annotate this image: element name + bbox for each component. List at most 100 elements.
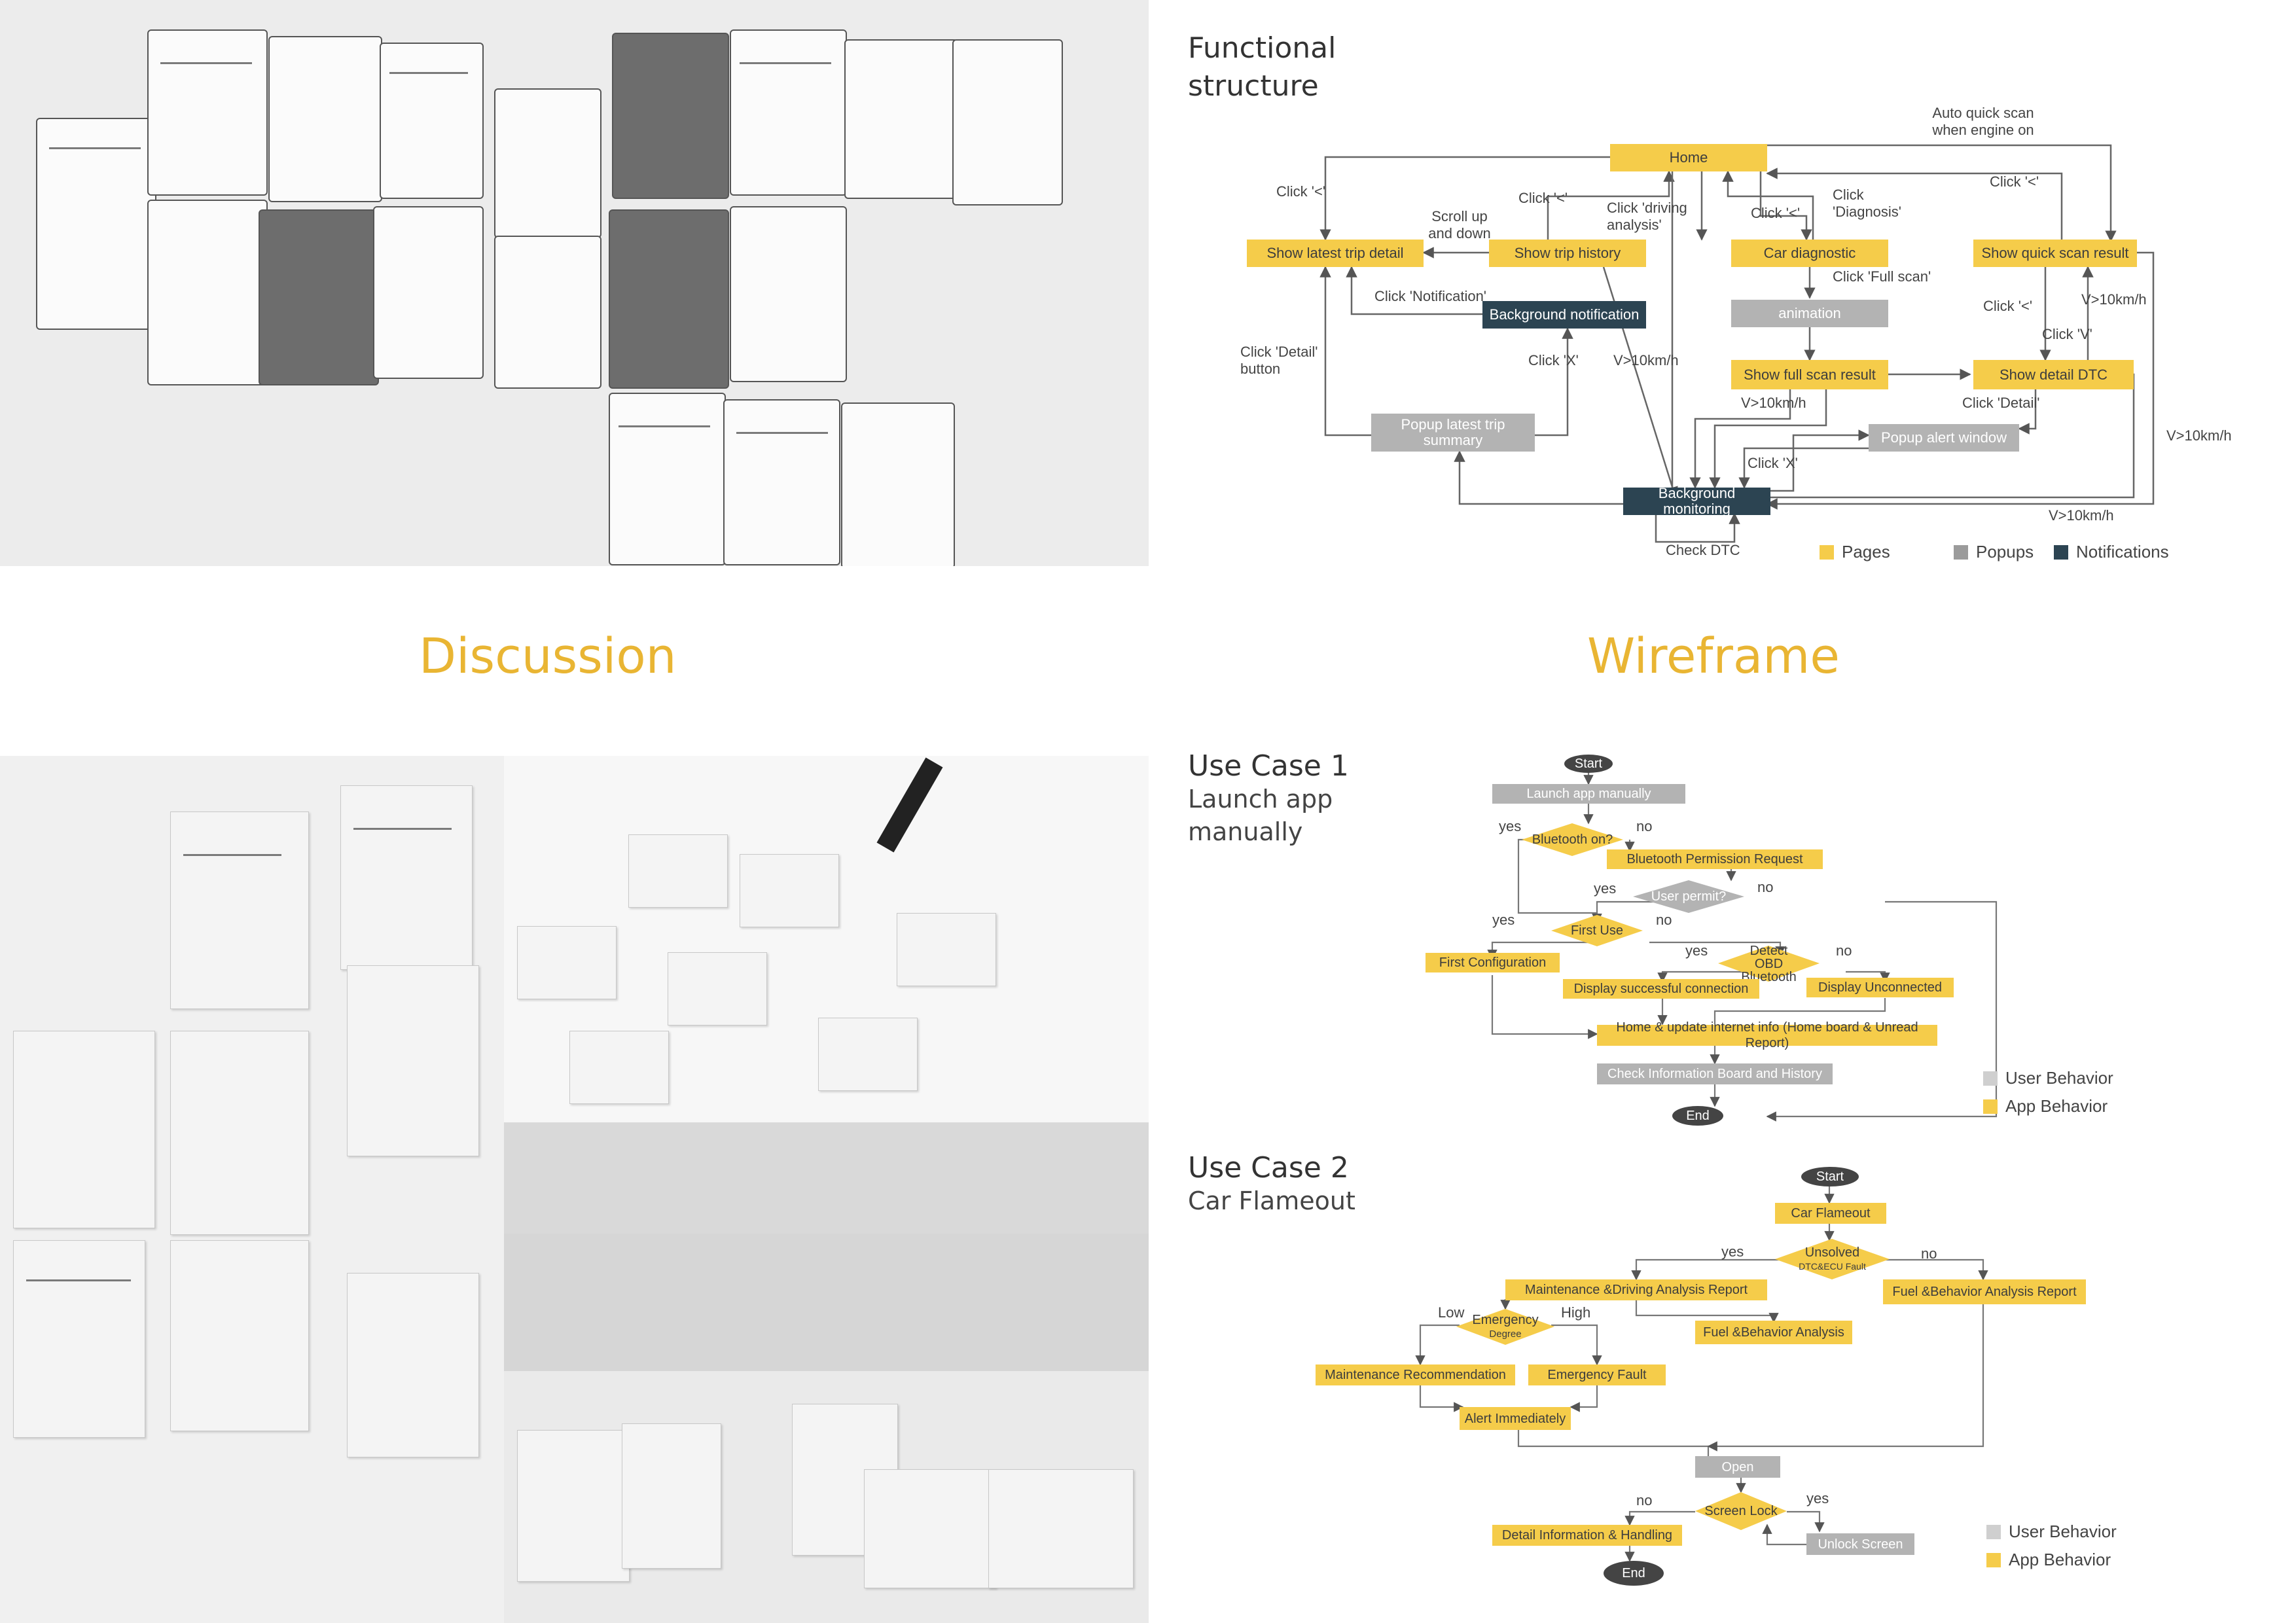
paper-screen [952, 39, 1063, 205]
uc1-no-label: no [1636, 818, 1653, 834]
legend-swatch-user [1983, 1071, 1998, 1086]
uc2-no-label: no [1921, 1245, 1937, 1262]
check-dtc-label: Check DTC [1666, 542, 1740, 558]
latest-trip-detail-node: Show latest trip detail [1247, 240, 1424, 267]
uc2-unsolved-sublabel: DTC&ECU Fault [1799, 1260, 1866, 1272]
legend-pages: Pages [1820, 542, 1890, 562]
uc1-bluetooth-on-decision: Bluetooth on? [1522, 823, 1623, 856]
uc1-end-node: End [1672, 1106, 1723, 1126]
uc2-legend-user: User Behavior [1986, 1522, 2117, 1542]
paper-screen [268, 36, 382, 202]
sketch-table-photo [504, 1234, 1149, 1623]
uc2-emergency-sublabel: Degree [1489, 1328, 1522, 1340]
uc1-no-label: no [1656, 912, 1672, 928]
auto-quick-scan-label: Auto quick scan when engine on [1932, 105, 2034, 138]
uc2-detail-info-node: Detail Information & Handling [1492, 1525, 1682, 1546]
paper-screen [259, 209, 379, 385]
uc2-legend-app: App Behavior [1986, 1550, 2111, 1570]
paper-screen [609, 209, 729, 389]
paper-screen [36, 118, 156, 330]
paper-screen [612, 33, 729, 199]
uc2-high-label: High [1561, 1304, 1591, 1321]
paper-screen [494, 236, 601, 389]
click-driving-analysis-label: Click 'driving analysis' [1607, 200, 1687, 233]
scroll-label: Scroll up and down [1428, 208, 1491, 241]
background-notification-node: Background notification [1482, 301, 1646, 329]
uc1-yes-label: yes [1492, 912, 1515, 928]
uc1-user-permit-decision: User permit? [1633, 880, 1744, 913]
click-back-label: Click '<' [1983, 298, 2033, 314]
uc2-unsolved-label: Unsolved [1804, 1245, 1860, 1260]
trip-history-node: Show trip history [1489, 240, 1646, 267]
paper-screen [609, 393, 726, 565]
uc1-start-node: Start [1564, 755, 1613, 773]
uc1-first-configuration-node: First Configuration [1426, 953, 1560, 972]
popup-latest-trip-node: Popup latest trip summary [1371, 414, 1535, 452]
use-case-2-subheading: Car Flameout [1188, 1186, 1355, 1215]
uc2-open-node: Open [1695, 1456, 1780, 1478]
legend-swatch-app [1986, 1552, 2001, 1567]
paper-screen [730, 29, 847, 196]
paper-screen [380, 43, 484, 199]
click-v-label: Click 'V' [2042, 326, 2092, 342]
paper-screen [147, 29, 268, 196]
car-diagnostic-node: Car diagnostic [1731, 240, 1888, 267]
uc1-no-label: no [1836, 942, 1852, 959]
team-table-photo [504, 756, 1149, 1234]
click-detail-button-label: Click 'Detail' button [1240, 344, 1318, 377]
uc1-display-success-node: Display successful connection [1563, 979, 1759, 999]
paper-screen [494, 88, 601, 238]
uc2-car-flameout-node: Car Flameout [1775, 1203, 1886, 1224]
speed-label: V>10km/h [2166, 427, 2232, 444]
legend-swatch-notifications [2054, 544, 2068, 560]
uc1-bluetooth-request-node: Bluetooth Permission Request [1607, 849, 1823, 869]
wireframe-paper-photo [0, 0, 1149, 566]
paper-screen [730, 206, 847, 382]
full-scan-result-node: Show full scan result [1731, 360, 1888, 389]
detail-dtc-node: Show detail DTC [1973, 360, 2134, 389]
paper-screen [723, 399, 840, 565]
functional-structure-heading: Functional structure [1188, 31, 1336, 103]
uc1-yes-label: yes [1685, 942, 1708, 959]
legend-popups: Popups [1954, 542, 2034, 562]
uc2-fuel-report-node: Fuel &Behavior Analysis Report [1883, 1279, 2086, 1304]
uc2-alert-node: Alert Immediately [1460, 1407, 1571, 1430]
speed-label: V>10km/h [2049, 507, 2114, 524]
use-case-1-heading: Use Case 1 [1188, 749, 1349, 783]
background-monitoring-node: Background monitoring [1623, 486, 1770, 517]
legend-swatch-popups [1954, 544, 1968, 560]
paper-screen [841, 402, 955, 566]
click-detail-label: Click 'Detail' [1962, 395, 2040, 411]
click-back-label: Click '<' [1276, 183, 1326, 200]
uc1-display-unconnected-node: Display Unconnected [1806, 978, 1954, 997]
uc2-yes-label: yes [1721, 1243, 1744, 1260]
uc1-launch-node: Launch app manually [1492, 784, 1685, 804]
uc2-maintenance-rec-node: Maintenance Recommendation [1316, 1364, 1515, 1385]
legend-swatch-app [1983, 1099, 1998, 1114]
uc2-yes-label: yes [1806, 1490, 1829, 1507]
animation-node: animation [1731, 300, 1888, 327]
click-back-label: Click '<' [1751, 205, 1801, 221]
use-case-2-heading: Use Case 2 [1188, 1151, 1349, 1185]
uc2-unlock-node: Unlock Screen [1806, 1533, 1914, 1555]
uc1-yes-label: yes [1499, 818, 1522, 834]
speed-label: V>10km/h [1613, 352, 1679, 368]
home-page-node: Home [1610, 144, 1767, 171]
click-notification-label: Click 'Notification' [1374, 288, 1487, 304]
click-back-label: Click '<' [1990, 173, 2039, 190]
click-full-scan-label: Click 'Full scan' [1833, 268, 1931, 285]
quick-scan-result-node: Show quick scan result [1973, 240, 2137, 267]
uc2-no-label: no [1636, 1492, 1653, 1508]
discussion-heading: Discussion [419, 628, 677, 685]
use-case-1-subheading: Launch app manually [1188, 785, 1333, 846]
uc2-fuel-analysis-node: Fuel &Behavior Analysis [1695, 1321, 1852, 1344]
uc1-legend-app: App Behavior [1983, 1096, 2108, 1116]
wireframe-heading: Wireframe [1587, 628, 1840, 685]
paper-screen [844, 39, 958, 199]
uc1-yes-label: yes [1594, 880, 1617, 897]
uc1-no-label: no [1757, 879, 1774, 895]
uc2-screen-lock-decision: Screen Lock [1695, 1492, 1787, 1530]
